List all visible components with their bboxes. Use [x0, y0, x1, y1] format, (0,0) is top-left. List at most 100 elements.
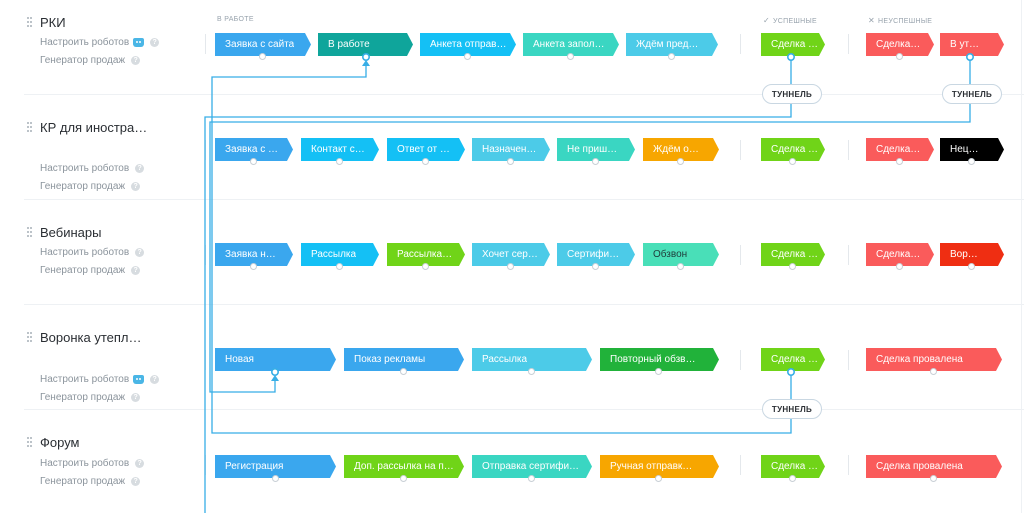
configure-robots-link[interactable]: Настроить роботов? — [40, 458, 145, 469]
stage-connector-dot[interactable] — [655, 475, 662, 482]
configure-robots-link[interactable]: Настроить роботов? — [40, 163, 145, 174]
stage-connector-dot[interactable] — [789, 263, 796, 270]
stage-connector-dot[interactable] — [592, 263, 599, 270]
stage-connector-dot[interactable] — [507, 263, 514, 270]
stage-connector-dot[interactable] — [789, 475, 796, 482]
scrollbar-track[interactable] — [1021, 0, 1022, 513]
stage-chip-fail[interactable]: Сделка провалена — [866, 455, 1002, 478]
help-icon[interactable]: ? — [131, 477, 141, 486]
pipeline-title[interactable]: Форум — [40, 435, 80, 450]
robot-icon — [133, 38, 145, 47]
stage-chip[interactable]: Ждём пред… — [626, 33, 718, 56]
column-separator — [205, 350, 206, 370]
stage-connector-dot[interactable] — [668, 53, 675, 60]
arrow-icon — [271, 60, 370, 381]
stage-connector-dot[interactable] — [655, 368, 662, 375]
row-divider — [24, 304, 1024, 305]
configure-robots-link[interactable]: Настроить роботов? — [40, 374, 160, 385]
column-separator — [848, 34, 849, 54]
column-header-in-work: В РАБОТЕ — [217, 16, 254, 23]
stage-connector-dot[interactable] — [592, 158, 599, 165]
stage-chip[interactable]: Новая — [215, 348, 336, 371]
pipeline-title[interactable]: Воронка утепл… — [40, 330, 142, 345]
stage-connector-dot[interactable] — [400, 475, 407, 482]
tunnel-button[interactable]: ТУННЕЛЬ — [762, 84, 822, 104]
stage-chip-success[interactable]: Сделка … — [761, 348, 825, 371]
sales-generator-link[interactable]: Генератор продаж? — [40, 392, 141, 403]
help-icon[interactable]: ? — [131, 393, 141, 402]
help-icon[interactable]: ? — [131, 56, 141, 65]
column-separator — [740, 455, 741, 475]
drag-handle-icon[interactable] — [27, 332, 33, 343]
help-icon[interactable]: ? — [150, 375, 160, 384]
stage-connector-dot[interactable] — [272, 475, 279, 482]
column-separator — [740, 140, 741, 160]
stage-connector-dot[interactable] — [422, 158, 429, 165]
check-icon: ✓ — [763, 16, 771, 25]
drag-handle-icon[interactable] — [27, 437, 33, 448]
cross-icon: ✕ — [868, 16, 876, 25]
column-separator — [848, 140, 849, 160]
column-header-success: ✓УСПЕШНЫЕ — [763, 16, 817, 25]
row-divider — [24, 94, 1024, 95]
pipeline-title[interactable]: КР для иностра… — [40, 120, 148, 135]
stage-chip[interactable]: Заявка с сайта — [215, 33, 311, 56]
row-divider — [24, 409, 1024, 410]
help-icon[interactable]: ? — [135, 164, 145, 173]
stage-connector-dot[interactable] — [250, 158, 257, 165]
row-divider — [24, 199, 1024, 200]
stage-connector-dot[interactable] — [896, 263, 903, 270]
help-icon[interactable]: ? — [131, 266, 141, 275]
help-icon[interactable]: ? — [135, 248, 145, 257]
tunnel-button[interactable]: ТУННЕЛЬ — [762, 399, 822, 419]
sales-generator-link[interactable]: Генератор продаж? — [40, 265, 141, 276]
drag-handle-icon[interactable] — [27, 122, 33, 133]
stage-chip[interactable]: В работе — [318, 33, 413, 56]
configure-robots-link[interactable]: Настроить роботов? — [40, 37, 160, 48]
pipeline-title[interactable]: Вебинары — [40, 225, 102, 240]
stage-chip-success[interactable]: Сделка … — [761, 33, 825, 56]
column-separator — [740, 34, 741, 54]
configure-robots-link[interactable]: Настроить роботов? — [40, 247, 145, 258]
column-separator — [205, 455, 206, 475]
stage-connector-dot[interactable] — [528, 475, 535, 482]
stage-chip[interactable]: Анкета отправ… — [420, 33, 516, 56]
sales-generator-link[interactable]: Генератор продаж? — [40, 181, 141, 192]
stage-connector-dot[interactable] — [896, 158, 903, 165]
stage-connector-dot[interactable] — [930, 475, 937, 482]
stage-connector-dot[interactable] — [336, 263, 343, 270]
column-header-fail: ✕НЕУСПЕШНЫЕ — [868, 16, 933, 25]
stage-connector-dot[interactable] — [567, 53, 574, 60]
stage-connector-dot[interactable] — [789, 158, 796, 165]
sales-generator-link[interactable]: Генератор продаж? — [40, 55, 141, 66]
stage-connector-dot[interactable] — [400, 368, 407, 375]
drag-handle-icon[interactable] — [27, 227, 33, 238]
stage-connector-dot[interactable] — [250, 263, 257, 270]
stage-connector-dot[interactable] — [677, 158, 684, 165]
stage-connector-dot[interactable] — [422, 263, 429, 270]
column-separator — [848, 455, 849, 475]
help-icon[interactable]: ? — [150, 38, 160, 47]
help-icon[interactable]: ? — [135, 459, 145, 468]
pipeline-title[interactable]: РКИ — [40, 15, 66, 30]
sales-generator-link[interactable]: Генератор продаж? — [40, 476, 141, 487]
stage-connector-dot[interactable] — [896, 53, 903, 60]
tunnel-button[interactable]: ТУННЕЛЬ — [942, 84, 1002, 104]
stage-connector-dot[interactable] — [677, 263, 684, 270]
help-icon[interactable]: ? — [131, 182, 141, 191]
stage-connector-dot[interactable] — [507, 158, 514, 165]
stage-connector-dot[interactable] — [528, 368, 535, 375]
drag-handle-icon[interactable] — [27, 17, 33, 28]
stage-connector-dot[interactable] — [968, 263, 975, 270]
stage-chip-fail[interactable]: В ут… — [940, 33, 1004, 56]
stage-connector-dot[interactable] — [336, 158, 343, 165]
stage-connector-dot[interactable] — [259, 53, 266, 60]
column-separator — [740, 245, 741, 265]
stage-chip-fail[interactable]: Сделка… — [866, 33, 934, 56]
stage-connector-dot[interactable] — [464, 53, 471, 60]
stage-connector-dot[interactable] — [930, 368, 937, 375]
stage-chip[interactable]: Анкета запол… — [523, 33, 619, 56]
stage-connector-dot[interactable] — [968, 158, 975, 165]
column-separator — [205, 245, 206, 265]
